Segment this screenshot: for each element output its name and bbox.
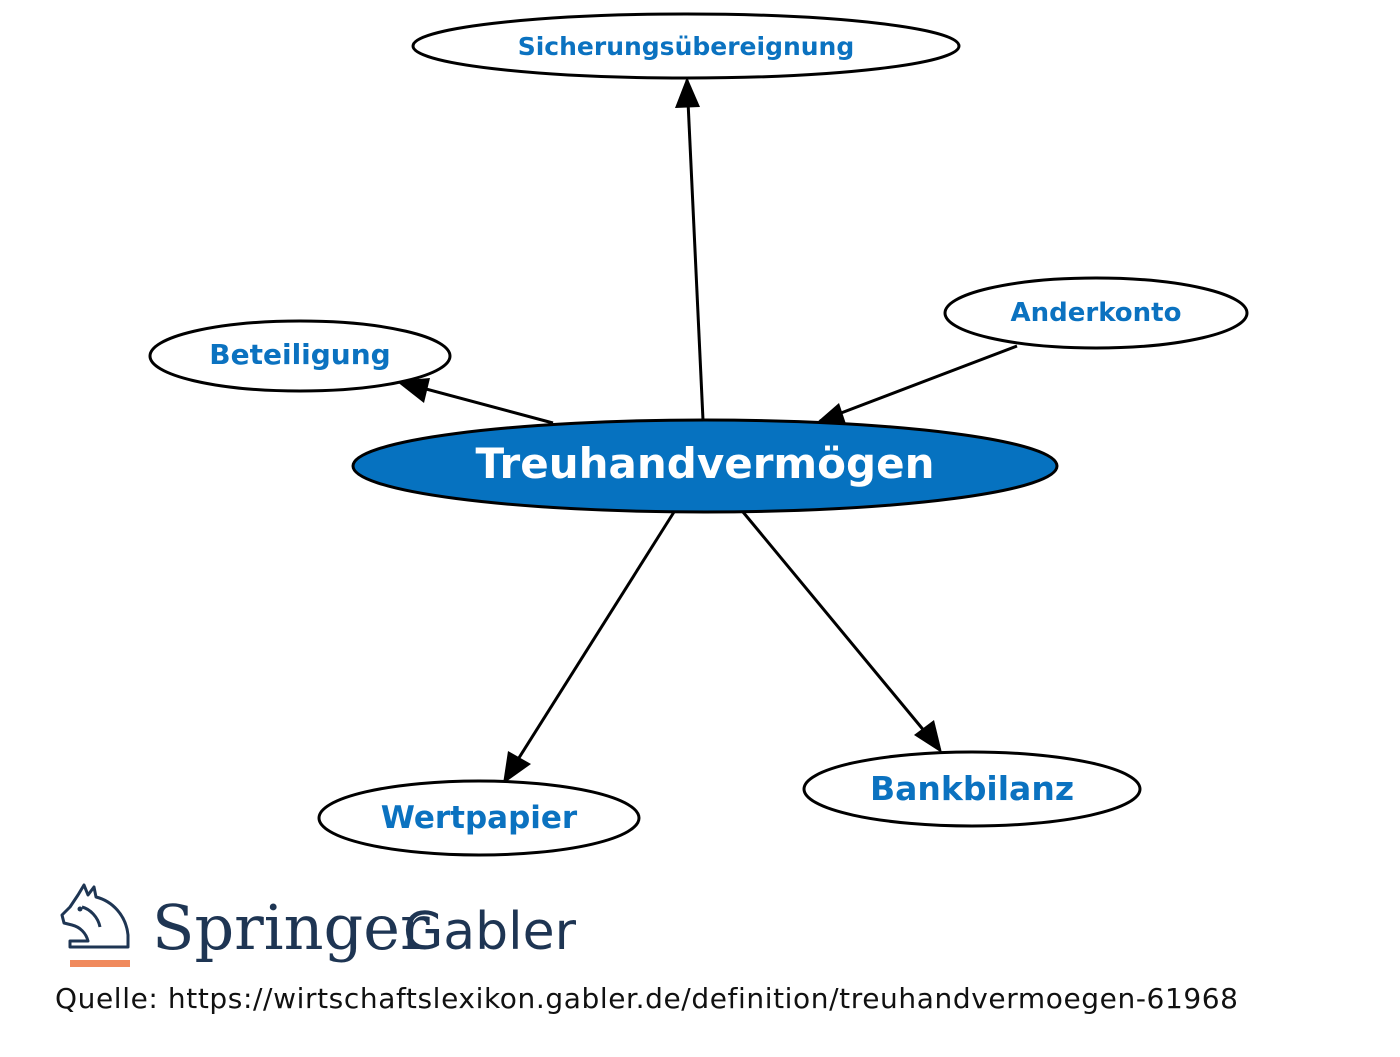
node-label: Bankbilanz: [870, 769, 1074, 808]
node-label: Wertpapier: [381, 800, 578, 836]
arrowhead-anderkonto: [816, 403, 847, 427]
node-label: Sicherungsübereignung: [518, 32, 855, 61]
center-node-label: Treuhandvermögen: [476, 439, 935, 488]
edge-to-bankbilanz: [741, 511, 942, 751]
edge-to-sicherungsuebereignung: [685, 79, 705, 421]
node-treuhandvermoegen[interactable]: Treuhandvermögen: [351, 418, 1059, 514]
brand-sub: Gabler: [403, 902, 577, 962]
arrowhead-wertpapier: [503, 751, 531, 784]
edge-from-anderkonto: [819, 344, 1018, 423]
edge-to-wertpapier: [503, 511, 676, 781]
node-anderkonto[interactable]: Anderkonto: [943, 276, 1249, 350]
edges: [396, 77, 1018, 784]
arrowhead-beteiligung: [396, 378, 430, 403]
source-citation: Quelle: https://wirtschaftslexikon.gable…: [55, 982, 1239, 1015]
knight-horse-icon: [60, 883, 130, 967]
brand-name: Springer: [152, 891, 430, 964]
node-bankbilanz[interactable]: Bankbilanz: [802, 750, 1142, 828]
springer-gabler-logo: Springer Gabler: [60, 883, 577, 967]
node-label: Anderkonto: [1011, 298, 1182, 328]
arrowhead-sicherungsuebereignung: [675, 77, 700, 108]
node-wertpapier[interactable]: Wertpapier: [317, 779, 641, 857]
node-beteiligung[interactable]: Beteiligung: [148, 319, 452, 393]
node-label: Beteiligung: [209, 338, 390, 371]
arrowhead-bankbilanz: [914, 720, 942, 753]
node-sicherungsuebereignung[interactable]: Sicherungsübereignung: [411, 12, 961, 80]
